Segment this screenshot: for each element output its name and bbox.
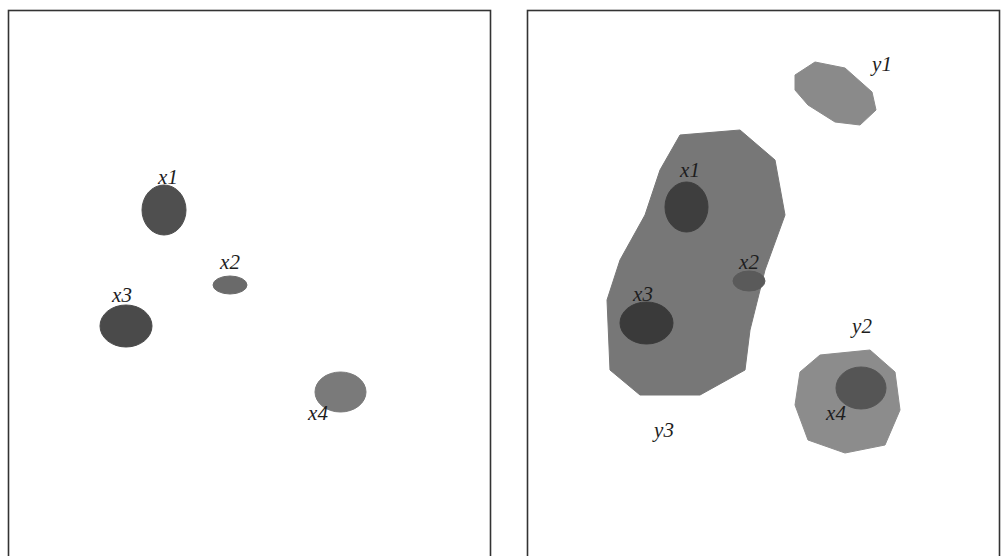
point-blob: x2 xyxy=(733,271,765,291)
point-blob: x3 xyxy=(620,302,673,344)
set-label: x1 xyxy=(680,160,700,181)
set-label: y1 xyxy=(872,54,892,75)
point-blob: x3 xyxy=(100,305,152,347)
left-panel xyxy=(9,11,491,556)
blob-fill xyxy=(607,130,785,395)
blob-fill xyxy=(795,62,876,125)
blob-fill xyxy=(213,276,247,294)
cluster-region: y3x1x2x3 xyxy=(607,130,785,395)
set-label: y3 xyxy=(654,420,674,441)
set-label: x2 xyxy=(739,252,759,273)
set-label: y2 xyxy=(852,316,872,337)
blob-outline xyxy=(620,302,673,344)
set-label: x4 xyxy=(826,403,846,424)
set-label: x4 xyxy=(308,403,328,424)
blob-outline xyxy=(213,276,247,294)
point-blob: x2 xyxy=(213,276,247,294)
blob-fill xyxy=(665,182,708,232)
blob-fill xyxy=(142,185,186,235)
blob-fill xyxy=(733,271,765,291)
right-panel xyxy=(528,11,1000,556)
point-blob: x4 xyxy=(836,367,886,409)
blob-outline xyxy=(665,182,708,232)
set-label: x3 xyxy=(633,284,653,305)
blob-fill xyxy=(100,305,152,347)
set-label: x3 xyxy=(112,285,132,306)
blob-fill xyxy=(795,350,900,453)
cluster-region: y2x4 xyxy=(794,349,901,454)
cluster-region: y1 xyxy=(792,60,878,127)
set-label: x2 xyxy=(220,252,240,273)
set-label: x1 xyxy=(158,167,178,188)
point-blob: x1 xyxy=(142,185,186,235)
point-blob: x1 xyxy=(665,182,708,232)
blob-outline xyxy=(100,305,152,347)
point-blob: x4 xyxy=(315,372,366,412)
blob-fill xyxy=(620,302,673,344)
blob-outline xyxy=(142,185,186,235)
blob-outline xyxy=(792,60,878,127)
blob-outline xyxy=(733,271,765,291)
